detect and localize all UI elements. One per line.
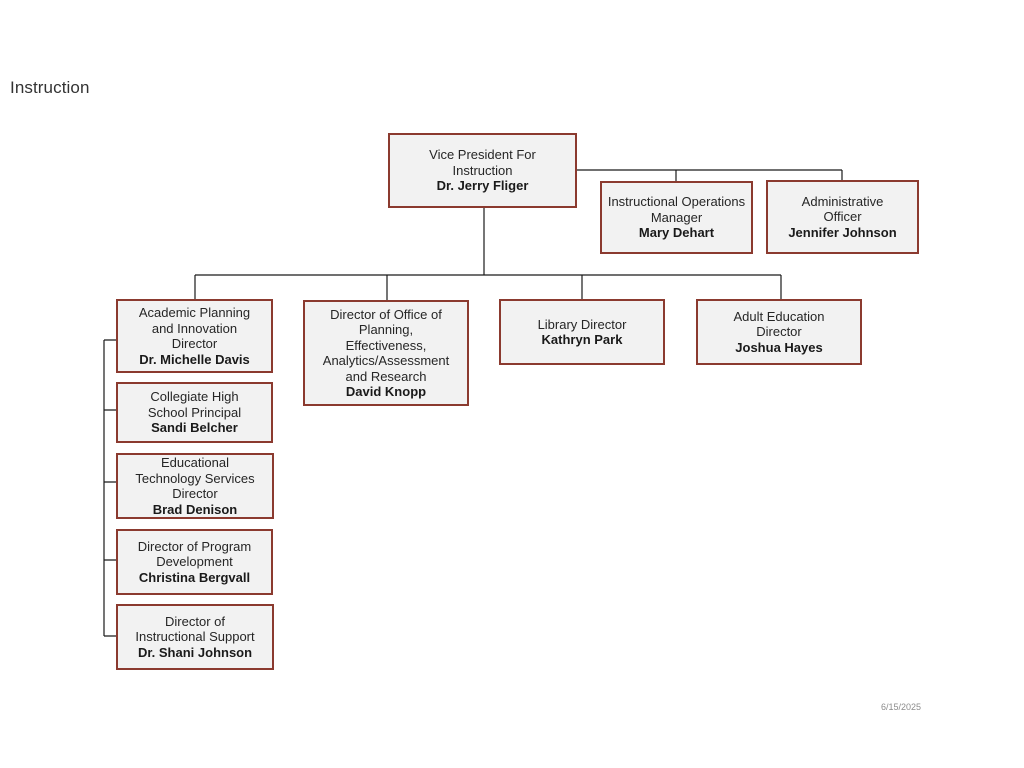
node-instr-support: Director of Instructional Support Dr. Sh… bbox=[116, 604, 274, 670]
node-instr-support-role: Director of Instructional Support bbox=[135, 613, 255, 645]
node-library-role: Library Director bbox=[537, 316, 627, 332]
node-collegiate-hs-role: Collegiate High School Principal bbox=[147, 389, 242, 420]
node-vp: Vice President For Instruction Dr. Jerry… bbox=[388, 133, 577, 208]
node-admin-officer-name: Jennifer Johnson bbox=[788, 224, 897, 240]
node-program-dev: Director of Program Development Christin… bbox=[116, 529, 273, 595]
node-vp-role: Vice President For Instruction bbox=[429, 147, 536, 178]
node-collegiate-hs-name: Sandi Belcher bbox=[151, 420, 238, 436]
node-ed-tech-name: Brad Denison bbox=[152, 501, 238, 517]
node-library-name: Kathryn Park bbox=[541, 332, 623, 347]
node-adult-ed-name: Joshua Hayes bbox=[735, 339, 823, 355]
node-program-dev-name: Christina Bergvall bbox=[138, 569, 251, 585]
node-library: Library Director Kathryn Park bbox=[499, 299, 665, 365]
node-planning-director: Director of Office of Planning, Effectiv… bbox=[303, 300, 469, 406]
node-collegiate-hs: Collegiate High School Principal Sandi B… bbox=[116, 382, 273, 443]
connector-left-bracket bbox=[103, 339, 118, 637]
node-ops-manager-role: Instructional Operations Manager bbox=[607, 194, 746, 225]
connector-director-bus bbox=[194, 274, 782, 301]
node-vp-name: Dr. Jerry Fliger bbox=[436, 178, 529, 194]
node-planning-director-name: David Knopp bbox=[345, 384, 427, 399]
page-title: Instruction bbox=[10, 78, 90, 97]
node-ops-manager-name: Mary Dehart bbox=[638, 225, 715, 241]
node-planning-director-role: Director of Office of Planning, Effectiv… bbox=[322, 306, 450, 384]
node-admin-officer: Administrative Officer Jennifer Johnson bbox=[766, 180, 919, 254]
node-instr-support-name: Dr. Shani Johnson bbox=[137, 644, 253, 660]
node-ed-tech-role: Educational Technology Services Director bbox=[135, 455, 255, 501]
slide-date: 6/15/2025 bbox=[881, 702, 922, 712]
node-program-dev-role: Director of Program Development bbox=[137, 538, 252, 570]
node-academic-planning-name: Dr. Michelle Davis bbox=[139, 351, 250, 367]
node-academic-planning-role: Academic Planning and Innovation Directo… bbox=[138, 305, 251, 351]
node-adult-ed-role: Adult Education Director bbox=[733, 308, 825, 340]
node-ops-manager: Instructional Operations Manager Mary De… bbox=[600, 181, 753, 254]
node-adult-ed: Adult Education Director Joshua Hayes bbox=[696, 299, 862, 365]
node-academic-planning: Academic Planning and Innovation Directo… bbox=[116, 299, 273, 373]
node-admin-officer-role: Administrative Officer bbox=[801, 193, 884, 225]
node-ed-tech: Educational Technology Services Director… bbox=[116, 453, 274, 519]
